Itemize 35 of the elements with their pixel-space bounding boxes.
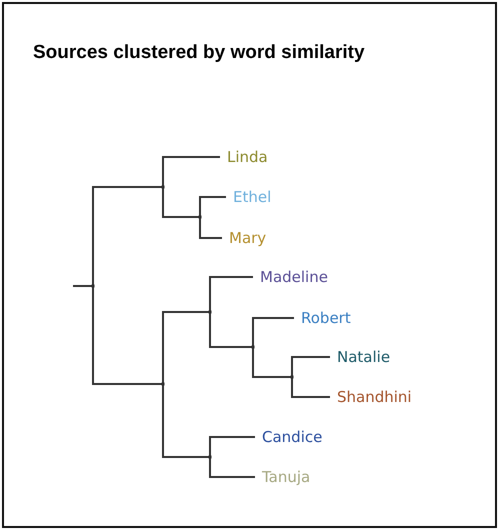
leaf-label: Natalie	[330, 347, 390, 367]
junction-point	[198, 216, 202, 218]
tree-branch	[162, 384, 210, 458]
tree-branch	[92, 286, 163, 385]
leaf-label: Linda	[220, 147, 268, 167]
leaf-label: Robert	[294, 308, 351, 328]
tree-branch	[209, 312, 253, 348]
junction-point	[208, 456, 212, 458]
tree-branch	[252, 317, 294, 347]
leaf-label: Ethel	[226, 187, 272, 207]
leaf-label: Mary	[222, 228, 266, 248]
tree-branch	[209, 457, 255, 478]
tree-branch	[162, 311, 210, 384]
tree-branch	[162, 187, 200, 218]
tree-branch	[209, 436, 255, 457]
junction-point	[252, 346, 254, 348]
junction-point	[290, 376, 294, 378]
leaf-label: Candice	[255, 427, 322, 447]
leaf-label: Shandhini	[330, 387, 412, 407]
tree-branch	[291, 356, 330, 377]
junction-point	[208, 310, 212, 314]
junction-point	[162, 382, 164, 386]
tree-branch	[199, 217, 222, 239]
chart-title: Sources clustered by word similarity	[33, 42, 365, 64]
tree-branch	[73, 285, 93, 287]
junction-point	[162, 186, 164, 188]
tree-branch	[252, 347, 292, 378]
tree-branch	[291, 377, 330, 398]
tree-branch	[199, 196, 226, 217]
tree-branch	[162, 156, 220, 187]
leaf-label: Madeline	[253, 267, 328, 287]
junction-point	[92, 284, 94, 288]
tree-branch	[92, 186, 163, 286]
tree-branch	[209, 276, 253, 312]
leaf-label: Tanuja	[255, 467, 310, 487]
